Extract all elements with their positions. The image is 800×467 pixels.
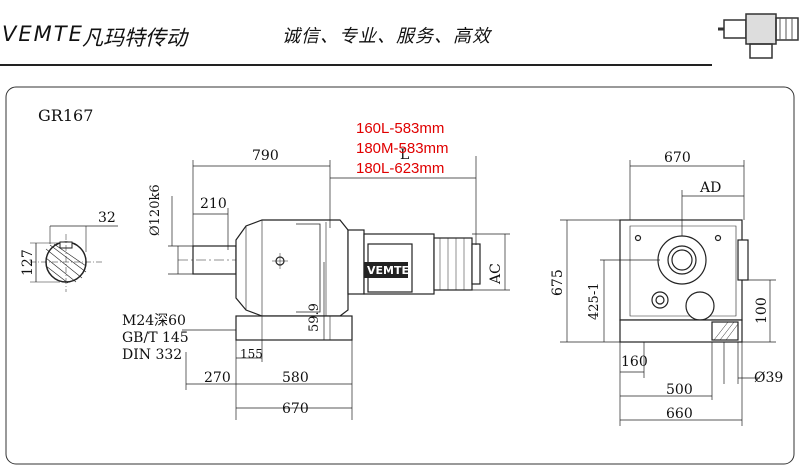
dim-580: 580 xyxy=(282,370,309,386)
front-dimension-lines xyxy=(168,156,510,420)
shaft-section-view xyxy=(30,225,118,292)
dim-425: 425-1 xyxy=(587,283,602,320)
dim-790: 790 xyxy=(252,148,279,164)
dim-39: Ø39 xyxy=(754,370,783,386)
front-view xyxy=(178,219,481,341)
header-divider xyxy=(0,64,712,66)
drawing-frame xyxy=(5,86,795,465)
dim-L: L xyxy=(400,147,409,163)
side-dimension-lines xyxy=(560,160,776,426)
dim-670-side: 670 xyxy=(664,150,691,166)
dim-100: 100 xyxy=(754,297,770,324)
dim-shaft-dia: Ø120k6 xyxy=(148,184,163,236)
centre-hole-spec: M24深60 GB/T 145 DIN 332 xyxy=(122,313,189,364)
spec-line-2: GB/T 145 xyxy=(122,330,189,346)
dim-160: 160 xyxy=(621,354,648,370)
motor-length-note-1: 160L-583mm xyxy=(356,120,445,137)
dim-127: 127 xyxy=(20,249,36,276)
brand-chinese-name: 凡玛特传动 xyxy=(82,26,187,50)
dim-500: 500 xyxy=(666,382,693,398)
motor-badge: VEMTE xyxy=(367,264,409,277)
side-view xyxy=(619,219,749,343)
dim-675: 675 xyxy=(550,269,566,296)
dim-670-front: 670 xyxy=(282,401,309,417)
dim-AC: AC xyxy=(488,263,504,285)
motor-length-note-3: 180L-623mm xyxy=(356,160,445,177)
dim-155: 155 xyxy=(240,347,263,361)
motor-length-note-2: 180M-583mm xyxy=(356,140,449,157)
dim-270: 270 xyxy=(204,370,231,386)
dim-AD: AD xyxy=(699,180,721,196)
dim-32: 32 xyxy=(98,210,116,226)
dim-660: 660 xyxy=(666,406,693,422)
dim-210: 210 xyxy=(200,196,227,212)
model-label: GR167 xyxy=(38,106,93,125)
spec-line-3: DIN 332 xyxy=(122,347,183,363)
brand-name: VEMTE xyxy=(2,22,84,46)
gearbox-thumbnail-icon xyxy=(718,13,799,59)
header: VEMTE 凡玛特传动 诚信、专业、服务、高效 xyxy=(0,0,800,66)
spec-line-1: M24深60 xyxy=(122,313,186,329)
motor-badge-plate xyxy=(364,262,408,278)
dim-59-9: 59.9 xyxy=(307,303,322,332)
slogan: 诚信、专业、服务、高效 xyxy=(282,26,491,47)
